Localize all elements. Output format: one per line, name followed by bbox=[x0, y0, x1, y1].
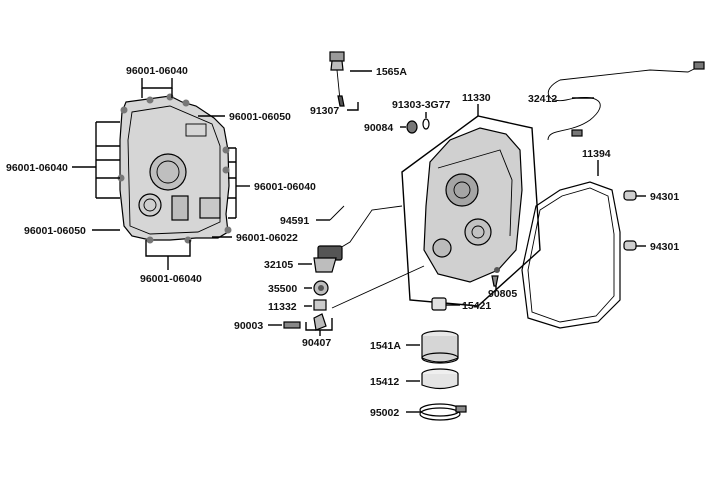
label-11394: 11394 bbox=[582, 148, 611, 160]
outer-cover-leaders bbox=[72, 78, 250, 270]
label-94301-a: 94301 bbox=[650, 191, 679, 203]
label-35500: 35500 bbox=[268, 283, 297, 295]
small-fittings bbox=[268, 299, 333, 336]
bearing-ring-clamp bbox=[406, 330, 467, 421]
label-1565A: 1565A bbox=[376, 66, 407, 78]
part-labels: 96001-06040 96001-06050 96001-06040 9600… bbox=[6, 65, 679, 419]
dipstick bbox=[329, 51, 372, 111]
label-94591: 94591 bbox=[280, 215, 309, 227]
sensor-and-spring bbox=[316, 205, 403, 249]
label-32412: 32412 bbox=[528, 93, 557, 105]
gasket bbox=[521, 160, 621, 329]
connector-wire bbox=[331, 265, 425, 309]
neutral-switch bbox=[304, 280, 329, 296]
label-95002: 95002 bbox=[370, 407, 399, 419]
label-91303-3G77: 91303-3G77 bbox=[392, 99, 451, 111]
label-96001-06022: 96001-06022 bbox=[236, 232, 298, 244]
dowel-pins bbox=[623, 190, 646, 251]
label-96001-06040-left: 96001-06040 bbox=[6, 162, 68, 174]
label-90407: 90407 bbox=[302, 337, 331, 349]
label-96001-06040-bottom: 96001-06040 bbox=[140, 273, 202, 285]
label-11330: 11330 bbox=[462, 92, 491, 104]
label-1541A: 1541A bbox=[370, 340, 401, 352]
label-11332: 11332 bbox=[268, 301, 297, 313]
label-15412: 15412 bbox=[370, 376, 399, 388]
sensor-cable bbox=[547, 61, 705, 141]
label-90003: 90003 bbox=[234, 320, 263, 332]
label-96001-06040-right: 96001-06040 bbox=[254, 181, 316, 193]
crankcase-cover-box bbox=[401, 104, 541, 307]
label-90084: 90084 bbox=[364, 122, 393, 134]
label-90805: 90805 bbox=[488, 288, 517, 300]
outer-engine-cover bbox=[117, 93, 232, 244]
label-15421: 15421 bbox=[462, 300, 491, 312]
label-32105: 32105 bbox=[264, 259, 293, 271]
label-96001-06050-right: 96001-06050 bbox=[229, 111, 291, 123]
label-94301-b: 94301 bbox=[650, 241, 679, 253]
label-96001-06040-top: 96001-06040 bbox=[126, 65, 188, 77]
label-96001-06050-left: 96001-06050 bbox=[24, 225, 86, 237]
sensor-unit bbox=[298, 245, 343, 273]
label-91307: 91307 bbox=[310, 105, 339, 117]
screw-and-sleeve bbox=[431, 275, 499, 311]
oring-and-bolt bbox=[400, 112, 430, 134]
crankcase-cover bbox=[423, 127, 523, 283]
